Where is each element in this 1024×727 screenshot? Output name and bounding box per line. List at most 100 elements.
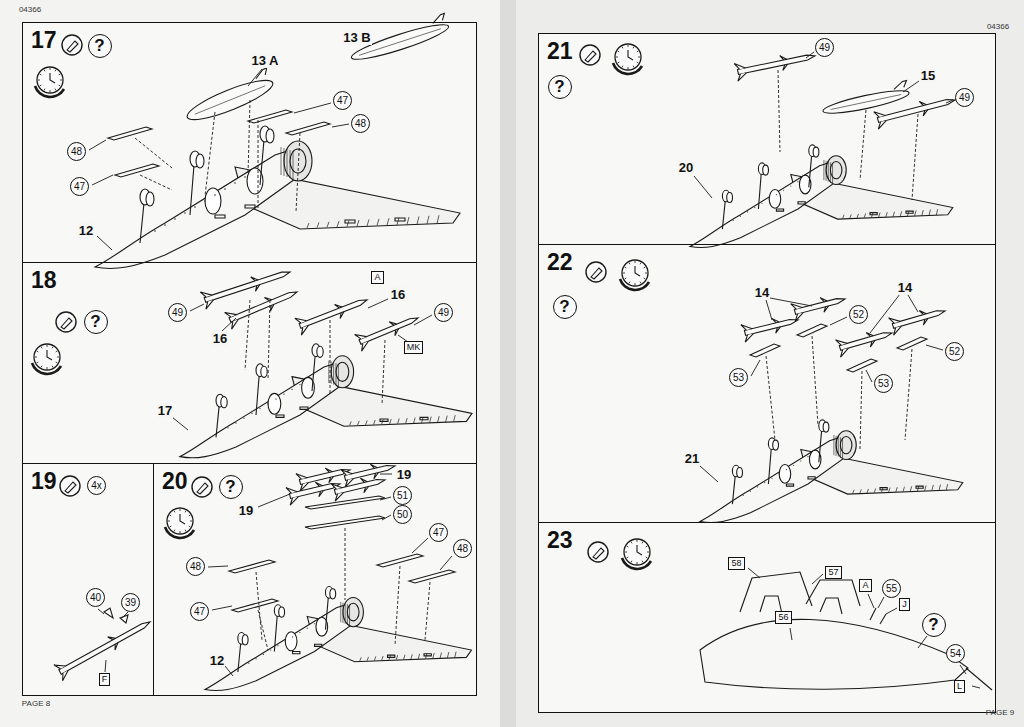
clock-tick (180, 531, 181, 533)
exhaust-ridge (333, 362, 334, 384)
art-stroke (389, 320, 400, 336)
rivet-dot (174, 218, 176, 220)
rivet-dot (776, 194, 777, 195)
gear-strut (325, 597, 328, 630)
rivet-dot (771, 478, 772, 479)
hatch-line (889, 488, 890, 493)
callout-number: 47 (337, 96, 348, 106)
hatch-line (896, 487, 897, 492)
decal-reference: A (862, 581, 868, 590)
step-panel: 18?49AMK49 (22, 262, 477, 464)
rivet-dot (154, 230, 156, 232)
rivet-dot (292, 636, 293, 637)
hatch-line (387, 218, 389, 225)
exhaust-ridge (842, 438, 843, 458)
clock-tick (631, 561, 632, 563)
decal-reference: 58 (731, 559, 741, 568)
part-number: 19 (396, 467, 412, 482)
callout-circle: 4x (87, 476, 106, 495)
clock-icon (624, 539, 650, 565)
leader-line (414, 315, 432, 325)
art-stroke (839, 331, 892, 351)
glue-tube (65, 482, 76, 493)
rivet-dot (244, 176, 246, 178)
hatch-line (874, 488, 875, 492)
callout-circle: 53 (729, 368, 748, 387)
leader-line (425, 582, 430, 640)
clock-tick (190, 521, 192, 522)
callout-number: 52 (853, 310, 864, 320)
leader-line (806, 52, 814, 58)
pitot-probe (966, 668, 992, 690)
art-stroke (335, 302, 346, 318)
part-number: 19 (238, 503, 254, 518)
exhaust-ridge (290, 150, 291, 178)
leader-line (790, 628, 792, 640)
hatch-line (396, 655, 397, 660)
hatch-line (843, 215, 844, 219)
hatch-line (347, 221, 349, 227)
art-stroke (360, 477, 369, 493)
callout-circle: 47 (190, 602, 209, 621)
art-stroke (195, 86, 265, 114)
leader-line (382, 515, 391, 520)
help-circle: ? (548, 75, 572, 99)
clock-tick (642, 542, 643, 544)
callout-number: 49 (172, 308, 183, 318)
leader-line (190, 304, 204, 311)
pylon-part (286, 122, 330, 135)
aircraft-drawing (700, 420, 963, 523)
gear-wheel (823, 422, 829, 432)
step-number: 22 (547, 249, 573, 275)
clock-tick (40, 74, 42, 75)
aircraft-drawing (180, 344, 472, 458)
panel-ground (22, 22, 477, 263)
hatch-line (382, 656, 383, 660)
exhaust-ridge (833, 435, 834, 455)
clock-tick (44, 70, 45, 72)
clock-tick (59, 85, 61, 86)
part-number: 20 (678, 160, 694, 175)
pylon-part (108, 127, 152, 140)
clock-tick (635, 261, 636, 263)
callout-number: 49 (959, 93, 970, 103)
hatch-line (374, 656, 375, 660)
gear-wheel (221, 397, 227, 408)
hatch-line (417, 216, 419, 224)
clock-arc (165, 527, 194, 538)
clock-tick (645, 273, 647, 274)
art-stroke (889, 315, 904, 335)
clock-tick (637, 51, 639, 52)
pylon-part (409, 570, 455, 583)
clock-tick (633, 47, 634, 49)
pylon-part (847, 359, 877, 372)
art-stroke (355, 331, 371, 351)
decal-reference: 56 (778, 613, 788, 622)
leader-line (960, 665, 966, 674)
air-intake (779, 465, 791, 484)
leader-line (903, 81, 919, 92)
exhaust-ridge (836, 436, 837, 456)
clock-tick (180, 509, 181, 511)
missile (889, 302, 948, 335)
glue-icon (580, 45, 600, 65)
drop-tank (820, 81, 910, 118)
rivet-dot (291, 389, 292, 390)
leader-line (294, 103, 331, 113)
clock-tick (629, 263, 630, 265)
art-stroke (892, 309, 945, 329)
leader-line (380, 497, 391, 500)
callout-number: 4x (91, 481, 102, 491)
leader-line (256, 572, 262, 640)
pylon-slot (245, 205, 255, 208)
exhaust-ridge (342, 603, 343, 623)
rivet-dot (270, 649, 271, 650)
clock-tick (40, 85, 42, 86)
missile (791, 290, 847, 321)
leader-line (172, 417, 188, 430)
step-number: 21 (547, 38, 573, 64)
clock-tick (170, 515, 172, 516)
leader-line (812, 574, 823, 584)
callout-number: 53 (878, 379, 889, 389)
clock-tick (185, 530, 186, 532)
